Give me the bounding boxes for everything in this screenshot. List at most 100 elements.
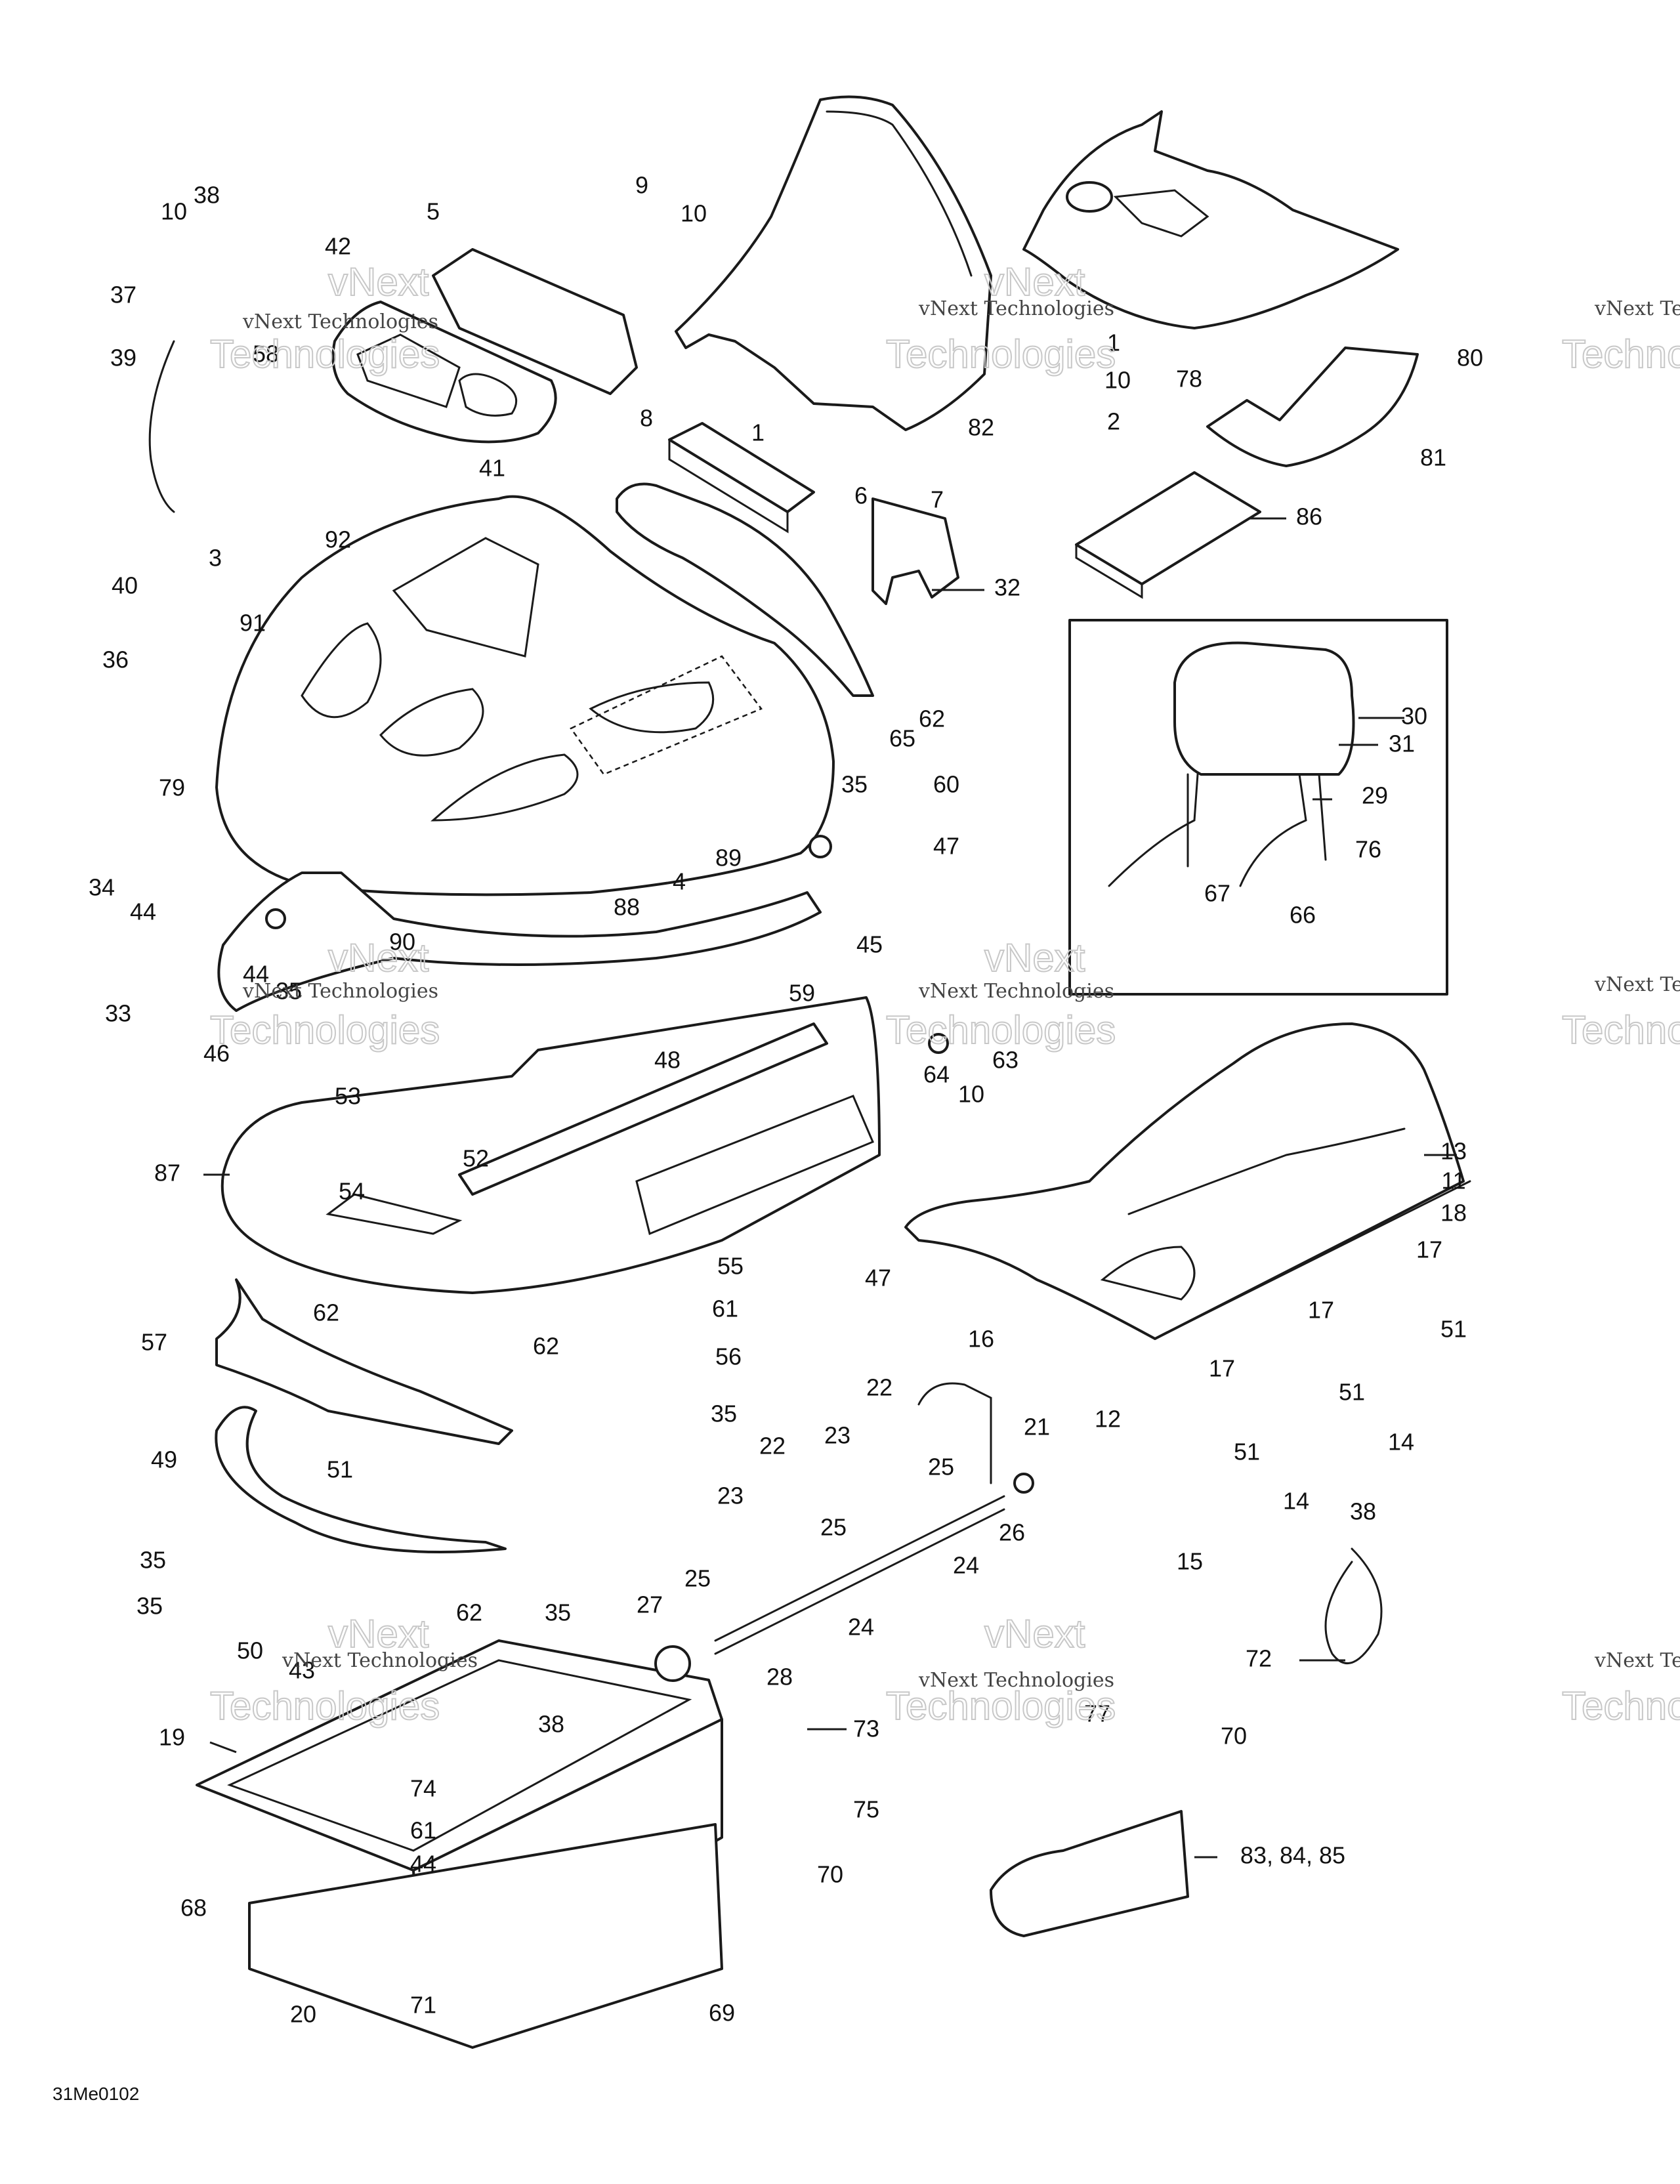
callout-66: 66: [1290, 902, 1316, 929]
watermark-outline: Technologies: [1562, 1008, 1680, 1052]
callout-49: 49: [151, 1446, 177, 1473]
callout-58: 58: [253, 341, 279, 368]
callout-90: 90: [389, 929, 415, 956]
grab-cover-part: [432, 248, 638, 395]
callout-25: 25: [820, 1514, 847, 1541]
callout-38: 38: [1350, 1498, 1376, 1525]
leader-lines: [203, 517, 1457, 1858]
callout-20: 20: [290, 2001, 316, 2028]
callout-38: 38: [194, 182, 220, 209]
callout-51: 51: [1339, 1379, 1365, 1406]
callout-62: 62: [533, 1333, 559, 1360]
callout-10: 10: [161, 198, 187, 225]
console-part: [331, 301, 557, 444]
callout-24: 24: [848, 1614, 874, 1641]
callout-47: 47: [933, 833, 959, 860]
callout-12: 12: [1095, 1406, 1121, 1433]
callout-31: 31: [1389, 730, 1415, 757]
callout-69: 69: [709, 2000, 735, 2026]
callout-53: 53: [335, 1083, 361, 1110]
watermark-text: vNext Technologies: [918, 297, 1114, 320]
callout-76: 76: [1355, 836, 1381, 863]
seat-part: [904, 1022, 1465, 1340]
callout-6: 6: [854, 482, 868, 509]
callout-30: 30: [1401, 703, 1427, 730]
watermark-text: vNext Technologies: [242, 980, 438, 1003]
callout-35: 35: [711, 1400, 737, 1427]
callout-91: 91: [240, 610, 266, 637]
callout-25: 25: [928, 1454, 954, 1480]
callout-64: 64: [923, 1061, 950, 1088]
callout-37: 37: [110, 282, 136, 308]
parts-drawing: [148, 95, 1471, 2049]
watermark-outline: Technologies: [210, 332, 440, 376]
callout-36: 36: [102, 646, 129, 673]
callout-83-84-85: 83, 84, 85: [1240, 1842, 1345, 1869]
callout-51: 51: [1234, 1438, 1260, 1465]
drawing-code: 31Me0102: [52, 2084, 139, 2104]
callout-35: 35: [276, 978, 302, 1005]
callout-52: 52: [463, 1145, 489, 1172]
watermark-outline: vNext: [984, 1612, 1085, 1656]
callout-3: 3: [209, 545, 222, 572]
callout-19: 19: [159, 1724, 185, 1751]
foam-block-part: [668, 422, 815, 513]
callout-10: 10: [1104, 367, 1131, 394]
callout-78: 78: [1176, 366, 1202, 392]
callout-77: 77: [1084, 1700, 1110, 1727]
callout-47: 47: [865, 1265, 891, 1292]
callout-5: 5: [427, 198, 440, 225]
callout-80: 80: [1457, 345, 1483, 371]
watermark-outline: Technologies: [1562, 332, 1680, 376]
callout-1: 1: [1107, 329, 1120, 356]
callout-61: 61: [410, 1817, 436, 1844]
callout-60: 60: [933, 771, 959, 798]
rear-cowl-part: [1022, 110, 1399, 329]
callout-43: 43: [289, 1657, 315, 1684]
callout-29: 29: [1362, 782, 1388, 809]
callout-40: 40: [112, 572, 138, 599]
callout-48: 48: [654, 1047, 681, 1074]
callout-38: 38: [538, 1711, 564, 1738]
callout-8: 8: [640, 405, 653, 432]
callout-24: 24: [953, 1552, 979, 1579]
watermark-text: vNext Technologies: [918, 980, 1114, 1003]
callout-44: 44: [410, 1851, 436, 1878]
watermark-outline: Technologies: [210, 1008, 440, 1052]
callout-17: 17: [1416, 1236, 1442, 1263]
callout-16: 16: [968, 1326, 994, 1353]
storage-tub-part: [196, 1639, 723, 1872]
callout-50: 50: [237, 1637, 263, 1664]
windshield-part: [675, 95, 992, 431]
callout-55: 55: [717, 1253, 744, 1280]
callout-70: 70: [1221, 1723, 1247, 1750]
callout-67: 67: [1204, 880, 1230, 907]
watermarks: vNext Technologies vNext Technologies vN…: [209, 259, 1680, 1729]
hood-part: [215, 495, 835, 896]
side-panel-part: [616, 482, 874, 697]
callout-22: 22: [759, 1433, 786, 1460]
callout-18: 18: [1440, 1200, 1467, 1227]
callout-82: 82: [968, 414, 994, 441]
callout-4: 4: [673, 868, 686, 895]
callout-87: 87: [154, 1160, 180, 1186]
watermark-outline: vNext: [328, 936, 429, 980]
callout-79: 79: [159, 774, 185, 801]
callout-9: 9: [635, 172, 648, 199]
callout-28: 28: [766, 1664, 793, 1690]
watermark-outline: Technologies: [1562, 1684, 1680, 1728]
watermark-text: vNext Technologies: [918, 1669, 1114, 1692]
callout-75: 75: [853, 1796, 879, 1823]
callout-61: 61: [712, 1295, 738, 1322]
bag-part: [990, 1810, 1189, 1937]
callout-88: 88: [614, 894, 640, 921]
callout-62: 62: [313, 1299, 339, 1326]
callout-89: 89: [715, 845, 742, 872]
callout-17: 17: [1308, 1297, 1334, 1324]
callout-2: 2: [1107, 408, 1120, 435]
callout-21: 21: [1024, 1414, 1050, 1440]
callout-25: 25: [684, 1565, 711, 1592]
watermark-outline: Technologies: [886, 1684, 1116, 1728]
